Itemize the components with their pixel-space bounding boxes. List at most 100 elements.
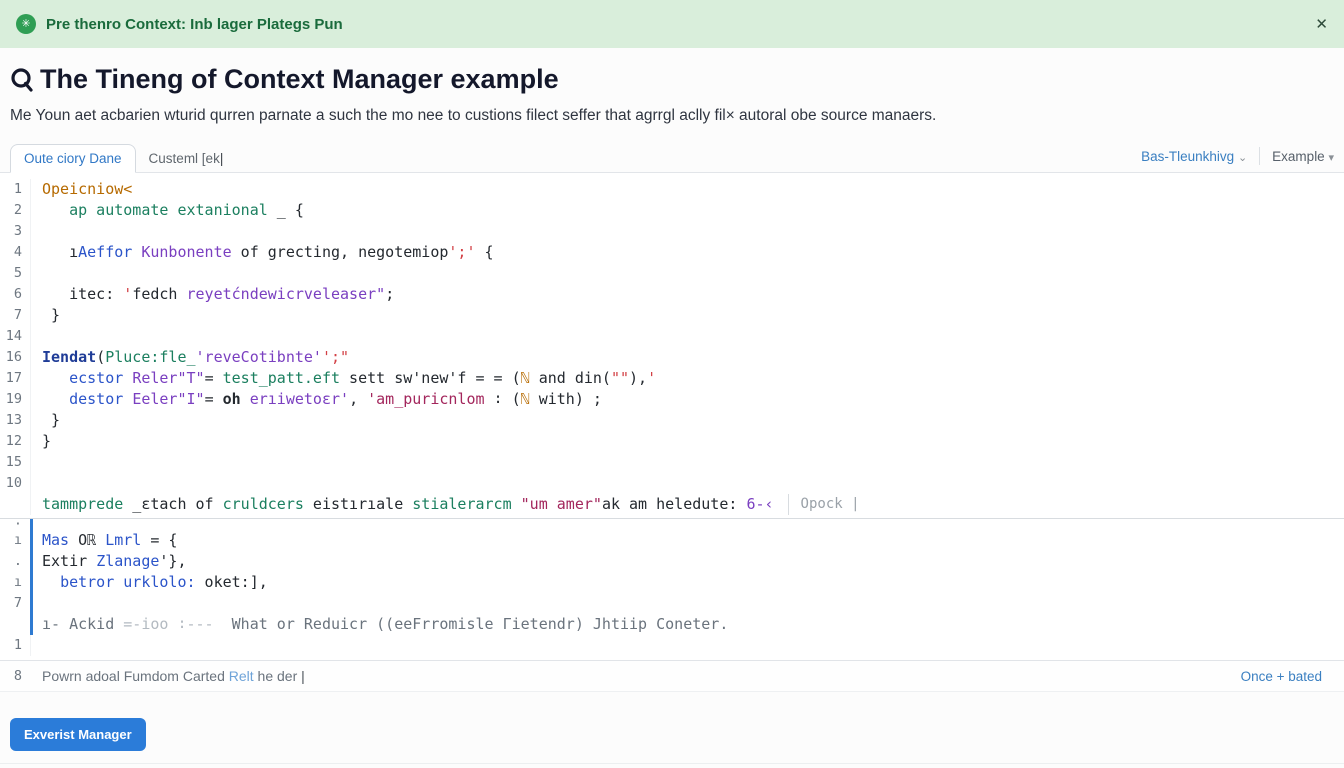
code-token: Mas bbox=[42, 531, 70, 549]
code-token: of grecting, negotemiop bbox=[231, 243, 449, 261]
code-line-content: ecstor Reler"T"= test_patt.eft sett sw'n… bbox=[30, 368, 656, 389]
notification-banner: ✳ Pre thenro Context: Inb lager Plategs … bbox=[0, 0, 1344, 48]
code-line: · bbox=[0, 517, 1344, 531]
line-number bbox=[0, 614, 30, 635]
code-token: "" bbox=[610, 369, 630, 387]
code-line-content: } bbox=[30, 410, 60, 431]
dropdown-primary[interactable]: Bas-Tleunkhivg ⌄ bbox=[1141, 149, 1247, 164]
code-line-content bbox=[30, 635, 42, 656]
code-token: Zlanage bbox=[96, 552, 160, 570]
code-line-content: betror urklolo: oket:], bbox=[30, 572, 268, 593]
code-line: 15 bbox=[0, 452, 1344, 473]
code-line-content bbox=[30, 519, 42, 530]
line-number: 3 bbox=[13, 223, 22, 239]
code-token: ' bbox=[123, 285, 133, 303]
code-token: ecstor bbox=[69, 369, 124, 387]
code-line: 14 bbox=[0, 326, 1344, 347]
code-token: } bbox=[42, 411, 61, 429]
banner-status-icon: ✳ bbox=[16, 14, 36, 34]
code-line: 2 ap automate extanional _ { bbox=[0, 200, 1344, 221]
code-token: with) ; bbox=[529, 390, 602, 408]
search-icon bbox=[10, 67, 34, 93]
code-line: 7 bbox=[0, 593, 1344, 614]
code-line-content: Iendat(Pluce:fle_'reveCotibnte'';" bbox=[30, 347, 349, 368]
code-token: _εtach of bbox=[123, 495, 223, 513]
line-number: 6 bbox=[13, 286, 22, 302]
banner-text: Pre thenro Context: Inb lager Plategs Pu… bbox=[46, 15, 343, 33]
code-token: reyetćndewicrveleaser" bbox=[186, 285, 386, 303]
code-token: erıiwetoεr' bbox=[249, 390, 350, 408]
code-token: ; bbox=[385, 285, 395, 303]
line-number: ı bbox=[13, 532, 22, 548]
code-token: Aeffor bbox=[78, 243, 133, 261]
code-token: Lmrl bbox=[105, 531, 142, 549]
code-line-content: Extir Zlanage'}, bbox=[30, 551, 187, 572]
code-line-content: Mas Oℝ Lmrl = { bbox=[30, 530, 177, 551]
page-bottom-divider bbox=[0, 763, 1344, 764]
code-divider bbox=[0, 518, 1344, 519]
code-line-content: } bbox=[30, 305, 60, 326]
code-line: . Extir Zlanage'}, bbox=[0, 551, 1344, 572]
line-number: 7 bbox=[13, 595, 22, 611]
code-token: { bbox=[475, 243, 494, 261]
footer-link[interactable]: Once + bated bbox=[1240, 668, 1322, 684]
code-token: = { bbox=[141, 531, 178, 549]
code-token: } bbox=[42, 306, 61, 324]
code-line: 12} bbox=[0, 431, 1344, 452]
primary-action-button[interactable]: Exverist Manager bbox=[10, 718, 146, 751]
code-line: 5 bbox=[0, 263, 1344, 284]
code-token: ( bbox=[96, 348, 106, 366]
line-number: ı bbox=[13, 574, 22, 590]
line-number: 15 bbox=[5, 454, 22, 470]
code-token: ak am heledute: bbox=[601, 495, 747, 513]
code-token: Kunbonente bbox=[141, 243, 232, 261]
inline-addon-button[interactable]: Opock | bbox=[787, 494, 860, 515]
line-number: 1 bbox=[13, 181, 22, 197]
code-line-content bbox=[30, 452, 42, 473]
code-line: 1 Opeicniow< bbox=[0, 179, 1344, 200]
dropdown-example[interactable]: Example ▾ bbox=[1272, 149, 1334, 164]
code-token: ap automate extanional bbox=[69, 201, 268, 219]
code-token: } bbox=[42, 432, 52, 450]
code-token: 'am_puricnlom bbox=[367, 390, 485, 408]
code-line: ı- Ackid =-ioo ∶--- What or Reduicr ((ee… bbox=[0, 614, 1344, 635]
code-line-content: Opeicniow< bbox=[30, 179, 132, 200]
divider bbox=[1259, 147, 1261, 165]
editor-footer-text: Powrn adoal Fumdom Carted Relt he der | bbox=[42, 668, 305, 684]
tab-inactive[interactable]: Custeml [ek| bbox=[136, 145, 237, 172]
code-token bbox=[123, 390, 132, 408]
footer-highlight: Relt bbox=[228, 668, 254, 684]
tab-bar: Oute ciory Dane Custeml [ek| Bas-Tleunkh… bbox=[0, 141, 1344, 173]
code-token: Oℝ bbox=[69, 531, 106, 549]
code-token: ı bbox=[42, 243, 79, 261]
code-token: destor bbox=[69, 390, 124, 408]
line-number: 14 bbox=[5, 328, 22, 344]
code-token: Extir bbox=[42, 552, 97, 570]
code-token: oket:], bbox=[195, 573, 268, 591]
code-token: ), bbox=[629, 369, 648, 387]
line-number: 2 bbox=[13, 202, 22, 218]
code-token bbox=[42, 573, 60, 591]
code-line-content: ap automate extanional _ { bbox=[30, 200, 304, 221]
code-token: sett sw'new'f = = ( bbox=[340, 369, 521, 387]
code-token: and din( bbox=[529, 369, 611, 387]
line-number: 17 bbox=[5, 370, 22, 386]
line-number: . bbox=[13, 553, 22, 569]
tab-active[interactable]: Oute ciory Dane bbox=[10, 144, 136, 173]
code-token: ℕ bbox=[520, 369, 530, 387]
close-icon[interactable]: ✕ bbox=[1315, 16, 1328, 33]
dropdown-primary-label: Bas-Tleunkhivg bbox=[1141, 148, 1235, 164]
code-token: ı- Ackid bbox=[42, 615, 124, 633]
code-token bbox=[42, 390, 69, 408]
code-line: 1 bbox=[0, 635, 1344, 656]
dropdown-example-label: Example bbox=[1272, 148, 1325, 164]
code-token: oh bbox=[222, 390, 241, 408]
code-line-content bbox=[30, 221, 42, 242]
tab-right-controls: Bas-Tleunkhivg ⌄ Example ▾ bbox=[1141, 147, 1334, 172]
code-line: 4 ıAeffor Kunbonente of grecting, negote… bbox=[0, 242, 1344, 263]
code-token: 'reveCotibnte' bbox=[195, 348, 322, 366]
code-token: itec: bbox=[42, 285, 124, 303]
code-line: ı betror urklolo: oket:], bbox=[0, 572, 1344, 593]
line-number: 5 bbox=[13, 265, 22, 281]
